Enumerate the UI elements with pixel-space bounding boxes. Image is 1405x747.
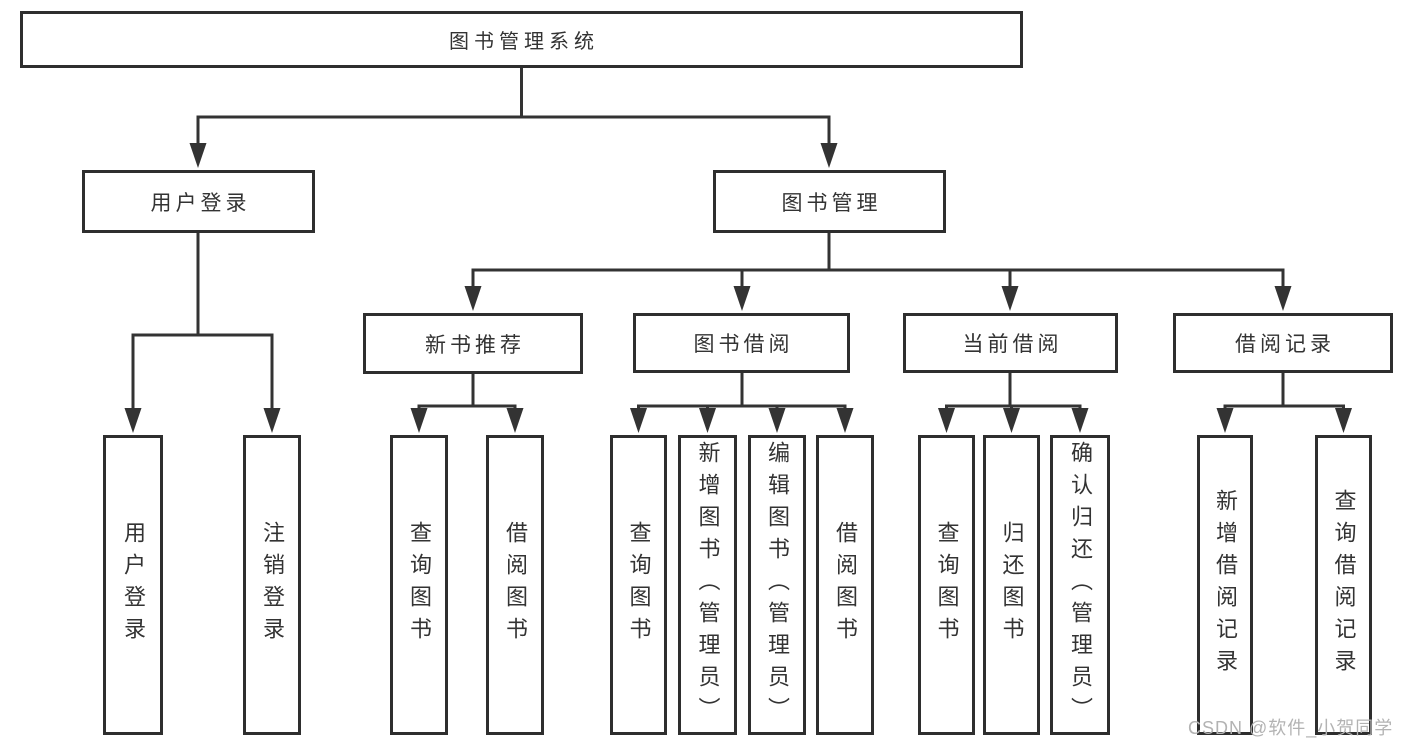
arrowhead-down-icon (1003, 408, 1020, 433)
node-label: 用户登录 (121, 521, 146, 649)
node-new-book-recommend: 新书推荐 (363, 313, 583, 374)
leaf-add-book-admin: 新增图书（管理员） (678, 435, 737, 735)
node-label: 图书管理 (781, 191, 882, 215)
arrowhead-down-icon (1216, 408, 1234, 433)
node-label: 查询图书 (934, 521, 960, 649)
arrowhead-down-icon (630, 408, 647, 433)
node-book-borrow: 图书借阅 (633, 313, 850, 373)
node-book-management: 图书管理 (713, 170, 946, 233)
node-borrow-record: 借阅记录 (1173, 313, 1393, 373)
arrowhead-down-icon (1274, 286, 1292, 311)
node-label: 归还图书 (999, 521, 1025, 649)
leaf-query-book-current: 查询图书 (918, 435, 975, 735)
node-label: 借阅图书 (503, 521, 528, 649)
node-label: 查询借阅记录 (1331, 489, 1357, 681)
arrowhead-down-icon (506, 408, 524, 433)
node-label: 新书推荐 (425, 333, 525, 357)
node-current-borrow: 当前借阅 (903, 313, 1118, 373)
arrowhead-down-icon (410, 408, 428, 433)
node-label: 当前借阅 (962, 333, 1063, 356)
arrowhead-down-icon (768, 408, 786, 433)
arrowhead-down-icon (1071, 408, 1089, 433)
csdn-watermark: CSDN @软件_小贺同学 (1188, 718, 1394, 738)
arrowhead-down-icon (1001, 286, 1019, 311)
arrowhead-down-icon (189, 143, 207, 168)
arrowhead-down-icon (733, 286, 751, 311)
leaf-add-borrow-record: 新增借阅记录 (1197, 435, 1253, 735)
arrowhead-down-icon (699, 408, 716, 433)
node-label: 查询图书 (407, 521, 432, 649)
node-label: 新增借阅记录 (1213, 489, 1238, 681)
node-library-management-system: 图书管理系统 (20, 11, 1023, 68)
node-label: 注销登录 (260, 521, 285, 649)
leaf-return-book: 归还图书 (983, 435, 1040, 735)
arrowhead-down-icon (464, 286, 482, 311)
leaf-logout: 注销登录 (243, 435, 301, 735)
node-label: 借阅记录 (1235, 333, 1335, 356)
leaf-confirm-return-admin: 确认归还（管理员） (1050, 435, 1110, 735)
leaf-user-login: 用户登录 (103, 435, 163, 735)
node-label: 编辑图书（管理员） (765, 441, 790, 729)
arrowhead-down-icon (836, 408, 854, 433)
leaf-query-book-newbook: 查询图书 (390, 435, 448, 735)
leaf-borrow-book: 借阅图书 (816, 435, 874, 735)
node-label: 新增图书（管理员） (695, 441, 721, 729)
leaf-edit-book-admin: 编辑图书（管理员） (748, 435, 806, 735)
node-label: 用户登录 (150, 191, 251, 215)
node-label: 图书借阅 (693, 333, 794, 356)
arrowhead-down-icon (263, 408, 281, 433)
arrowhead-down-icon (124, 408, 142, 433)
node-label: 图书管理系统 (449, 31, 599, 53)
leaf-query-book-borrow: 查询图书 (610, 435, 667, 735)
arrowhead-down-icon (938, 408, 955, 433)
node-user-login: 用户登录 (82, 170, 315, 233)
arrowhead-down-icon (1335, 408, 1352, 433)
leaf-borrow-book-newbook: 借阅图书 (486, 435, 544, 735)
node-label: 借阅图书 (833, 521, 858, 649)
arrowhead-down-icon (820, 143, 838, 168)
leaf-query-borrow-record: 查询借阅记录 (1315, 435, 1372, 735)
node-label: 查询图书 (626, 521, 652, 649)
node-label: 确认归还（管理员） (1068, 441, 1093, 729)
